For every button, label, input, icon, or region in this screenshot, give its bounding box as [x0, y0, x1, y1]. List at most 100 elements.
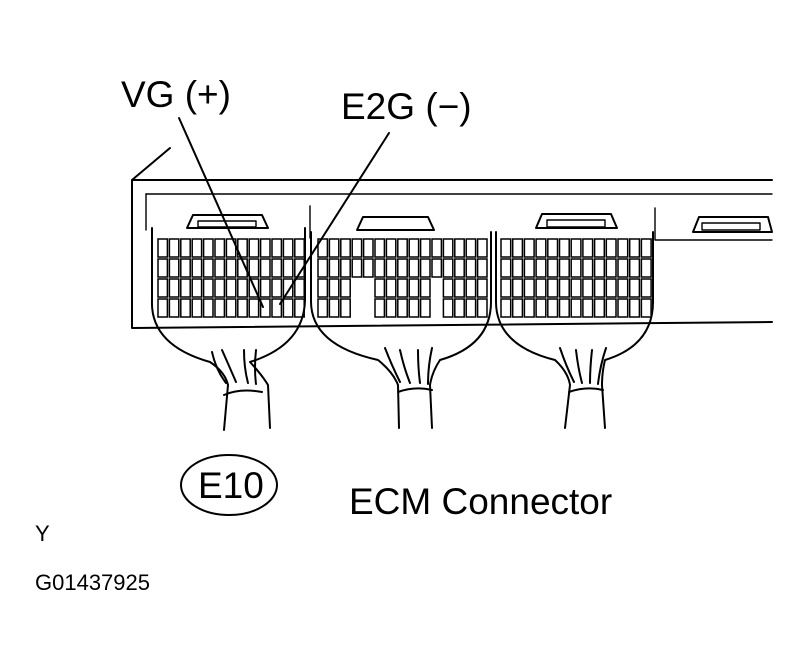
terminal-cavity	[385, 238, 397, 258]
terminal-cavity	[214, 258, 226, 278]
terminal-cavity	[593, 298, 606, 318]
terminal-cavity	[454, 258, 465, 278]
terminal-cavity	[317, 298, 329, 318]
terminal-cavity	[500, 238, 512, 258]
terminal-cavity	[328, 298, 340, 318]
terminal-cavity	[419, 278, 431, 298]
terminal-cavity	[605, 258, 617, 278]
connector-middle-outline	[309, 231, 400, 429]
terminal-cavity	[225, 278, 237, 298]
connector-e10-outline	[150, 227, 229, 431]
terminal-cavity	[397, 238, 408, 258]
terminal-cavity	[374, 258, 386, 278]
e2g-leader-line	[279, 132, 390, 305]
terminal-cavity	[628, 278, 641, 298]
terminal-cavity	[617, 278, 629, 298]
terminal-cavity	[582, 298, 594, 318]
terminal-cavity	[617, 238, 629, 258]
terminal-cavity	[214, 278, 226, 298]
terminal-cavity	[465, 298, 477, 318]
terminal-cavity	[248, 298, 260, 318]
terminal-cavity	[237, 258, 248, 278]
terminal-cavity	[547, 258, 559, 278]
terminal-cavity	[362, 238, 374, 258]
terminal-cavity	[374, 278, 386, 298]
figure-id: G01437925	[35, 570, 150, 595]
terminal-cavity	[180, 278, 191, 298]
terminal-cavity	[168, 278, 180, 298]
terminal-cavity	[431, 238, 443, 258]
terminal-cavity	[617, 298, 629, 318]
terminal-cavity	[271, 258, 283, 278]
corner-mark: Y	[35, 521, 50, 546]
terminal-cavity	[328, 278, 340, 298]
terminal-cavity	[511, 298, 524, 318]
terminal-cavity	[408, 278, 420, 298]
terminal-cavity	[294, 298, 305, 318]
terminal-cavity	[593, 278, 606, 298]
terminal-cavity	[511, 238, 524, 258]
terminal-cavity	[640, 238, 652, 258]
terminal-cavity	[476, 238, 488, 258]
terminal-cavity	[397, 278, 408, 298]
wire-bundle	[568, 387, 604, 393]
terminal-cavity	[547, 298, 559, 318]
terminal-cavity	[535, 278, 547, 298]
locking-tab	[535, 213, 618, 229]
terminal-cavity	[535, 238, 547, 258]
terminal-cavity	[535, 298, 547, 318]
terminal-cavity	[248, 278, 260, 298]
terminal-cavity	[419, 298, 431, 318]
terminal-cavity	[214, 298, 226, 318]
terminal-cavity	[180, 298, 191, 318]
terminal-cavity	[191, 278, 203, 298]
terminal-cavity	[362, 258, 374, 278]
terminal-cavity	[605, 298, 617, 318]
terminal-cavity	[259, 258, 271, 278]
terminal-cavity	[442, 258, 454, 278]
terminal-cavity	[191, 258, 203, 278]
terminal-cavity	[168, 258, 180, 278]
terminal-cavity	[617, 258, 629, 278]
terminal-cavity	[582, 258, 594, 278]
terminal-cavity	[476, 278, 488, 298]
terminal-cavity	[180, 238, 191, 258]
terminal-cavity	[225, 298, 237, 318]
locking-tab	[692, 216, 773, 233]
terminal-cavity	[385, 278, 397, 298]
terminal-cavity	[500, 298, 512, 318]
terminal-cavity	[558, 258, 570, 278]
terminal-cavity	[271, 238, 283, 258]
terminal-cavity	[442, 298, 454, 318]
terminal-cavity	[248, 258, 260, 278]
terminal-cavity	[408, 238, 420, 258]
terminal-cavity	[465, 278, 477, 298]
terminal-cavity	[535, 258, 547, 278]
terminal-cavity	[442, 278, 454, 298]
terminal-cavity	[180, 258, 191, 278]
terminal-cavity	[476, 258, 488, 278]
terminal-cavity	[523, 278, 535, 298]
terminal-cavity	[442, 238, 454, 258]
connector-code: E10	[198, 465, 264, 506]
terminal-cavity	[523, 258, 535, 278]
terminal-cavity	[385, 258, 397, 278]
connector-code-oval	[180, 454, 278, 516]
terminal-cavity	[419, 258, 431, 278]
terminal-cavity	[351, 238, 363, 258]
terminal-cavity	[547, 278, 559, 298]
terminal-cavity	[351, 258, 363, 278]
terminal-cavity	[271, 298, 283, 318]
terminal-cavity	[191, 298, 203, 318]
terminal-cavity	[259, 238, 271, 258]
wire-bundle	[397, 387, 433, 393]
terminal-cavity	[408, 258, 420, 278]
terminal-cavity	[259, 298, 271, 318]
terminal-cavity	[328, 258, 340, 278]
terminal-cavity	[454, 298, 465, 318]
terminal-cavity	[558, 298, 570, 318]
terminal-cavity	[628, 258, 641, 278]
terminal-cavity	[294, 258, 305, 278]
